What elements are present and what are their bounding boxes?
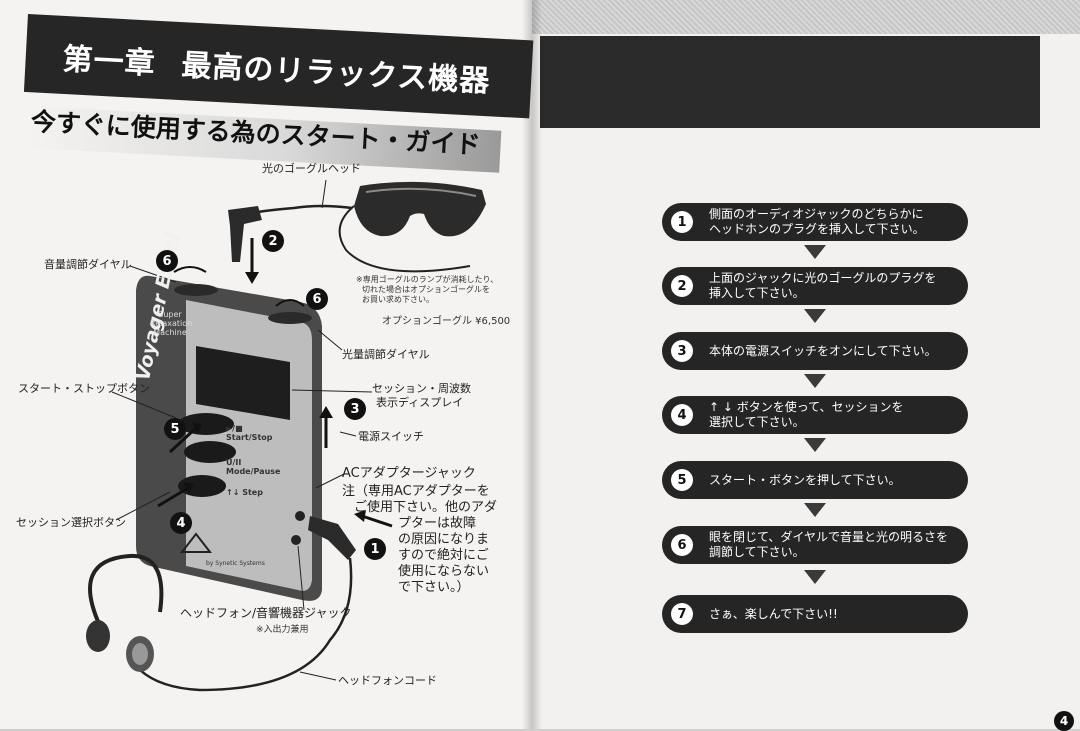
right-header-bar [540,36,1040,128]
page-number: 4 [1054,711,1074,731]
ac-note-line5: すので絶対にご [398,548,489,563]
goggle-price: オプションゴーグル ¥6,500 [382,316,511,327]
step-3-number: 3 [671,340,693,362]
ac-note-line4: の原因になりま [398,532,490,547]
goggle-note-line2: 切れた場合はオプションゴーグルを [362,285,490,294]
step-arrow-3 [804,374,826,388]
step-arrow-1 [804,245,826,259]
diagram-number-5: 5 [164,418,186,440]
step-6: 6 眼を閉じて、ダイヤルで音量と光の明るさを 調節して下さい。 [662,526,968,564]
step-2-text: 上面のジャックに光のゴーグルのプラグを 挿入して下さい。 [709,271,937,300]
step-2: 2 上面のジャックに光のゴーグルのプラグを 挿入して下さい。 [662,267,968,305]
step-arrow-2 [804,309,826,323]
headphone-cord-label: ヘッドフォンコード [338,674,437,687]
step-arrow-5 [804,503,826,517]
step-1: 1 側面のオーディオジャックのどちらかに ヘッドホンのプラグを挿入して下さい。 [662,203,968,241]
diagram-number-6-light: 6 [306,288,328,310]
diagram-number-1: 1 [364,538,386,560]
book-spine [522,0,542,729]
volume-dial-label: 音量調節ダイヤル [44,258,132,271]
step-1-number: 1 [671,211,693,233]
step-4: 4 ↑ ↓ ボタンを使って、セッションを 選択して下さい。 [662,396,968,434]
step-5: 5 スタート・ボタンを押して下さい。 [662,461,968,499]
step-4-text: ↑ ↓ ボタンを使って、セッションを 選択して下さい。 [709,400,904,429]
step-6-number: 6 [671,534,693,556]
session-display-label-1: セッション・周波数 [372,382,471,395]
ac-note-line6: 使用にならない [398,564,490,579]
goggle-head-label: 光のゴーグルヘッド [262,162,361,175]
ac-note-line1: 注（専用ACアダプターを [342,484,490,499]
step-3: 3 本体の電源スイッチをオンにして下さい。 [662,332,968,370]
step-2-number: 2 [671,275,693,297]
device-start-button-label: ►/■ Start/Stop [226,424,273,442]
goggle-note-line3: お買い求め下さい。 [362,295,434,304]
ac-note-line7: で下さい。） [398,580,470,595]
session-select-button-label: セッション選択ボタン [16,516,126,529]
session-display-label-2: 表示ディスプレイ [376,396,464,409]
device-maker: by Synetic Systems [206,560,265,567]
step-7: 7 さぁ、楽しんで下さい!! [662,595,968,633]
step-1-text: 側面のオーディオジャックのどちらかに ヘッドホンのプラグを挿入して下さい。 [709,207,925,236]
step-arrow-6 [804,570,826,584]
ac-note-line3: プターは故障 [398,516,477,531]
device-tagline: Super Relaxation Machine [150,310,193,337]
diagram-number-2: 2 [262,230,284,252]
step-4-number: 4 [671,404,693,426]
ac-note-line2: ご使用下さい。他のアダ [354,500,498,515]
step-6-text: 眼を閉じて、ダイヤルで音量と光の明るさを 調節して下さい。 [709,530,949,559]
step-7-text: さぁ、楽しんで下さい!! [709,606,838,621]
step-5-text: スタート・ボタンを押して下さい。 [709,472,901,487]
goggle-note-line1: ※専用ゴーグルのランプが消耗したり、 [356,275,499,284]
step-5-number: 5 [671,469,693,491]
diagram-number-4: 4 [170,512,192,534]
goggles-illustration [338,181,486,273]
device-mode-button-label: U/II Mode/Pause [226,458,281,476]
step-7-number: 7 [671,603,693,625]
light-dial-label: 光量調節ダイヤル [342,348,430,361]
power-switch-label: 電源スイッチ [358,430,424,443]
start-stop-button-label: スタート・ストップボタン [18,382,150,395]
diagram-number-3: 3 [344,398,366,420]
io-note: ※入出力兼用 [256,625,309,635]
headphones-illustration [86,553,164,672]
diagram-number-6-volume: 6 [156,250,178,272]
headphone-jack-label: ヘッドフォン/音響機器ジャック [180,606,352,620]
ac-adapter-jack-label: ACアダプタージャック [342,466,476,481]
step-arrow-4 [804,438,826,452]
step-3-text: 本体の電源スイッチをオンにして下さい。 [709,343,937,358]
device-step-button-label: ↑↓ Step [226,488,263,497]
